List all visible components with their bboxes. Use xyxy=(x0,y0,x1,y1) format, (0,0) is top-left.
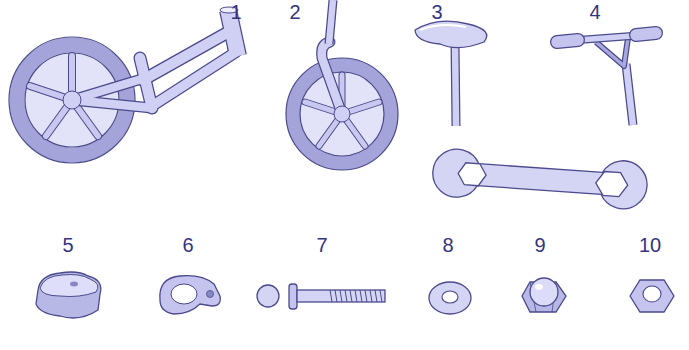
seat-post-outline xyxy=(455,42,456,126)
callout-number: 3 xyxy=(431,2,442,22)
seat-stay xyxy=(72,78,145,100)
callout-number: 6 xyxy=(182,235,193,255)
washer xyxy=(429,282,471,314)
seat-stay xyxy=(72,78,145,100)
steerer-fill xyxy=(329,0,333,44)
chain-stay xyxy=(72,100,152,108)
bolt-shaft xyxy=(297,290,385,302)
seat-clamp xyxy=(160,276,221,314)
clamp-cap xyxy=(36,272,101,318)
tyre-edge xyxy=(286,58,398,170)
front-spokes xyxy=(305,75,379,146)
thread xyxy=(370,290,372,302)
stem-outline xyxy=(626,64,633,125)
clamp-opening xyxy=(171,284,197,304)
thread xyxy=(375,290,377,302)
fork-with-front-wheel xyxy=(286,0,398,170)
washer-ring xyxy=(429,282,471,314)
dome-highlight xyxy=(535,284,543,290)
top-tube xyxy=(143,30,232,80)
down-tube xyxy=(152,52,236,106)
grip xyxy=(557,40,578,42)
thread xyxy=(360,290,362,302)
bolt-threads xyxy=(330,290,382,302)
cap-top xyxy=(40,275,98,297)
wrench-body xyxy=(431,148,648,211)
grip-outline xyxy=(557,40,578,42)
wrench-hex-hole xyxy=(457,162,486,186)
frame-fill xyxy=(72,10,238,108)
rear-hub xyxy=(63,91,81,109)
fork-fill xyxy=(322,42,342,114)
steerer-outline xyxy=(329,0,333,44)
frame-outline xyxy=(72,10,238,108)
thread xyxy=(355,290,357,302)
callout-number: 1 xyxy=(230,2,241,22)
front-spokes-fill xyxy=(305,75,379,146)
acorn-nut xyxy=(522,278,566,312)
bolt xyxy=(257,284,385,309)
clamp-bolt-hole xyxy=(207,291,214,298)
wrench xyxy=(431,148,648,211)
callout-number: 8 xyxy=(442,235,453,255)
callout-number: 9 xyxy=(534,235,545,255)
grip xyxy=(636,33,656,35)
thread xyxy=(330,290,332,302)
top-tube xyxy=(143,30,232,80)
thread xyxy=(345,290,347,302)
cap-hole xyxy=(70,282,78,287)
thread xyxy=(365,290,367,302)
grip-outline xyxy=(636,33,656,35)
callout-number: 5 xyxy=(62,235,73,255)
wrench-hex-hole xyxy=(595,171,629,197)
hex-nut xyxy=(630,280,674,312)
saddle-seat xyxy=(415,21,487,47)
front-hub xyxy=(334,106,350,122)
callout-number: 7 xyxy=(316,235,327,255)
bolt-head xyxy=(289,284,297,309)
fork-outline xyxy=(322,42,342,114)
nut-hole xyxy=(643,286,661,302)
cap-body xyxy=(36,272,101,318)
nut-dome xyxy=(530,278,558,306)
handlebar xyxy=(557,33,656,125)
clamp-ring xyxy=(160,276,221,314)
nut-hex xyxy=(630,280,674,312)
callout-number: 4 xyxy=(589,2,600,22)
thread xyxy=(335,290,337,302)
thread xyxy=(340,290,342,302)
down-tube xyxy=(152,52,236,106)
thread xyxy=(350,290,352,302)
washer-hole xyxy=(442,291,458,303)
saddle xyxy=(415,21,487,126)
front-tyre xyxy=(293,65,391,163)
chain-stay xyxy=(72,100,152,108)
stem-fill xyxy=(626,64,633,125)
seat-post-fill xyxy=(455,42,456,126)
thread xyxy=(380,290,382,302)
front-rim xyxy=(300,72,384,156)
callout-number: 10 xyxy=(639,235,661,255)
frame-with-rear-wheel xyxy=(9,7,238,163)
callout-number: 2 xyxy=(289,2,300,22)
saddle-highlight xyxy=(420,25,466,30)
bolt-head-end xyxy=(257,285,279,307)
